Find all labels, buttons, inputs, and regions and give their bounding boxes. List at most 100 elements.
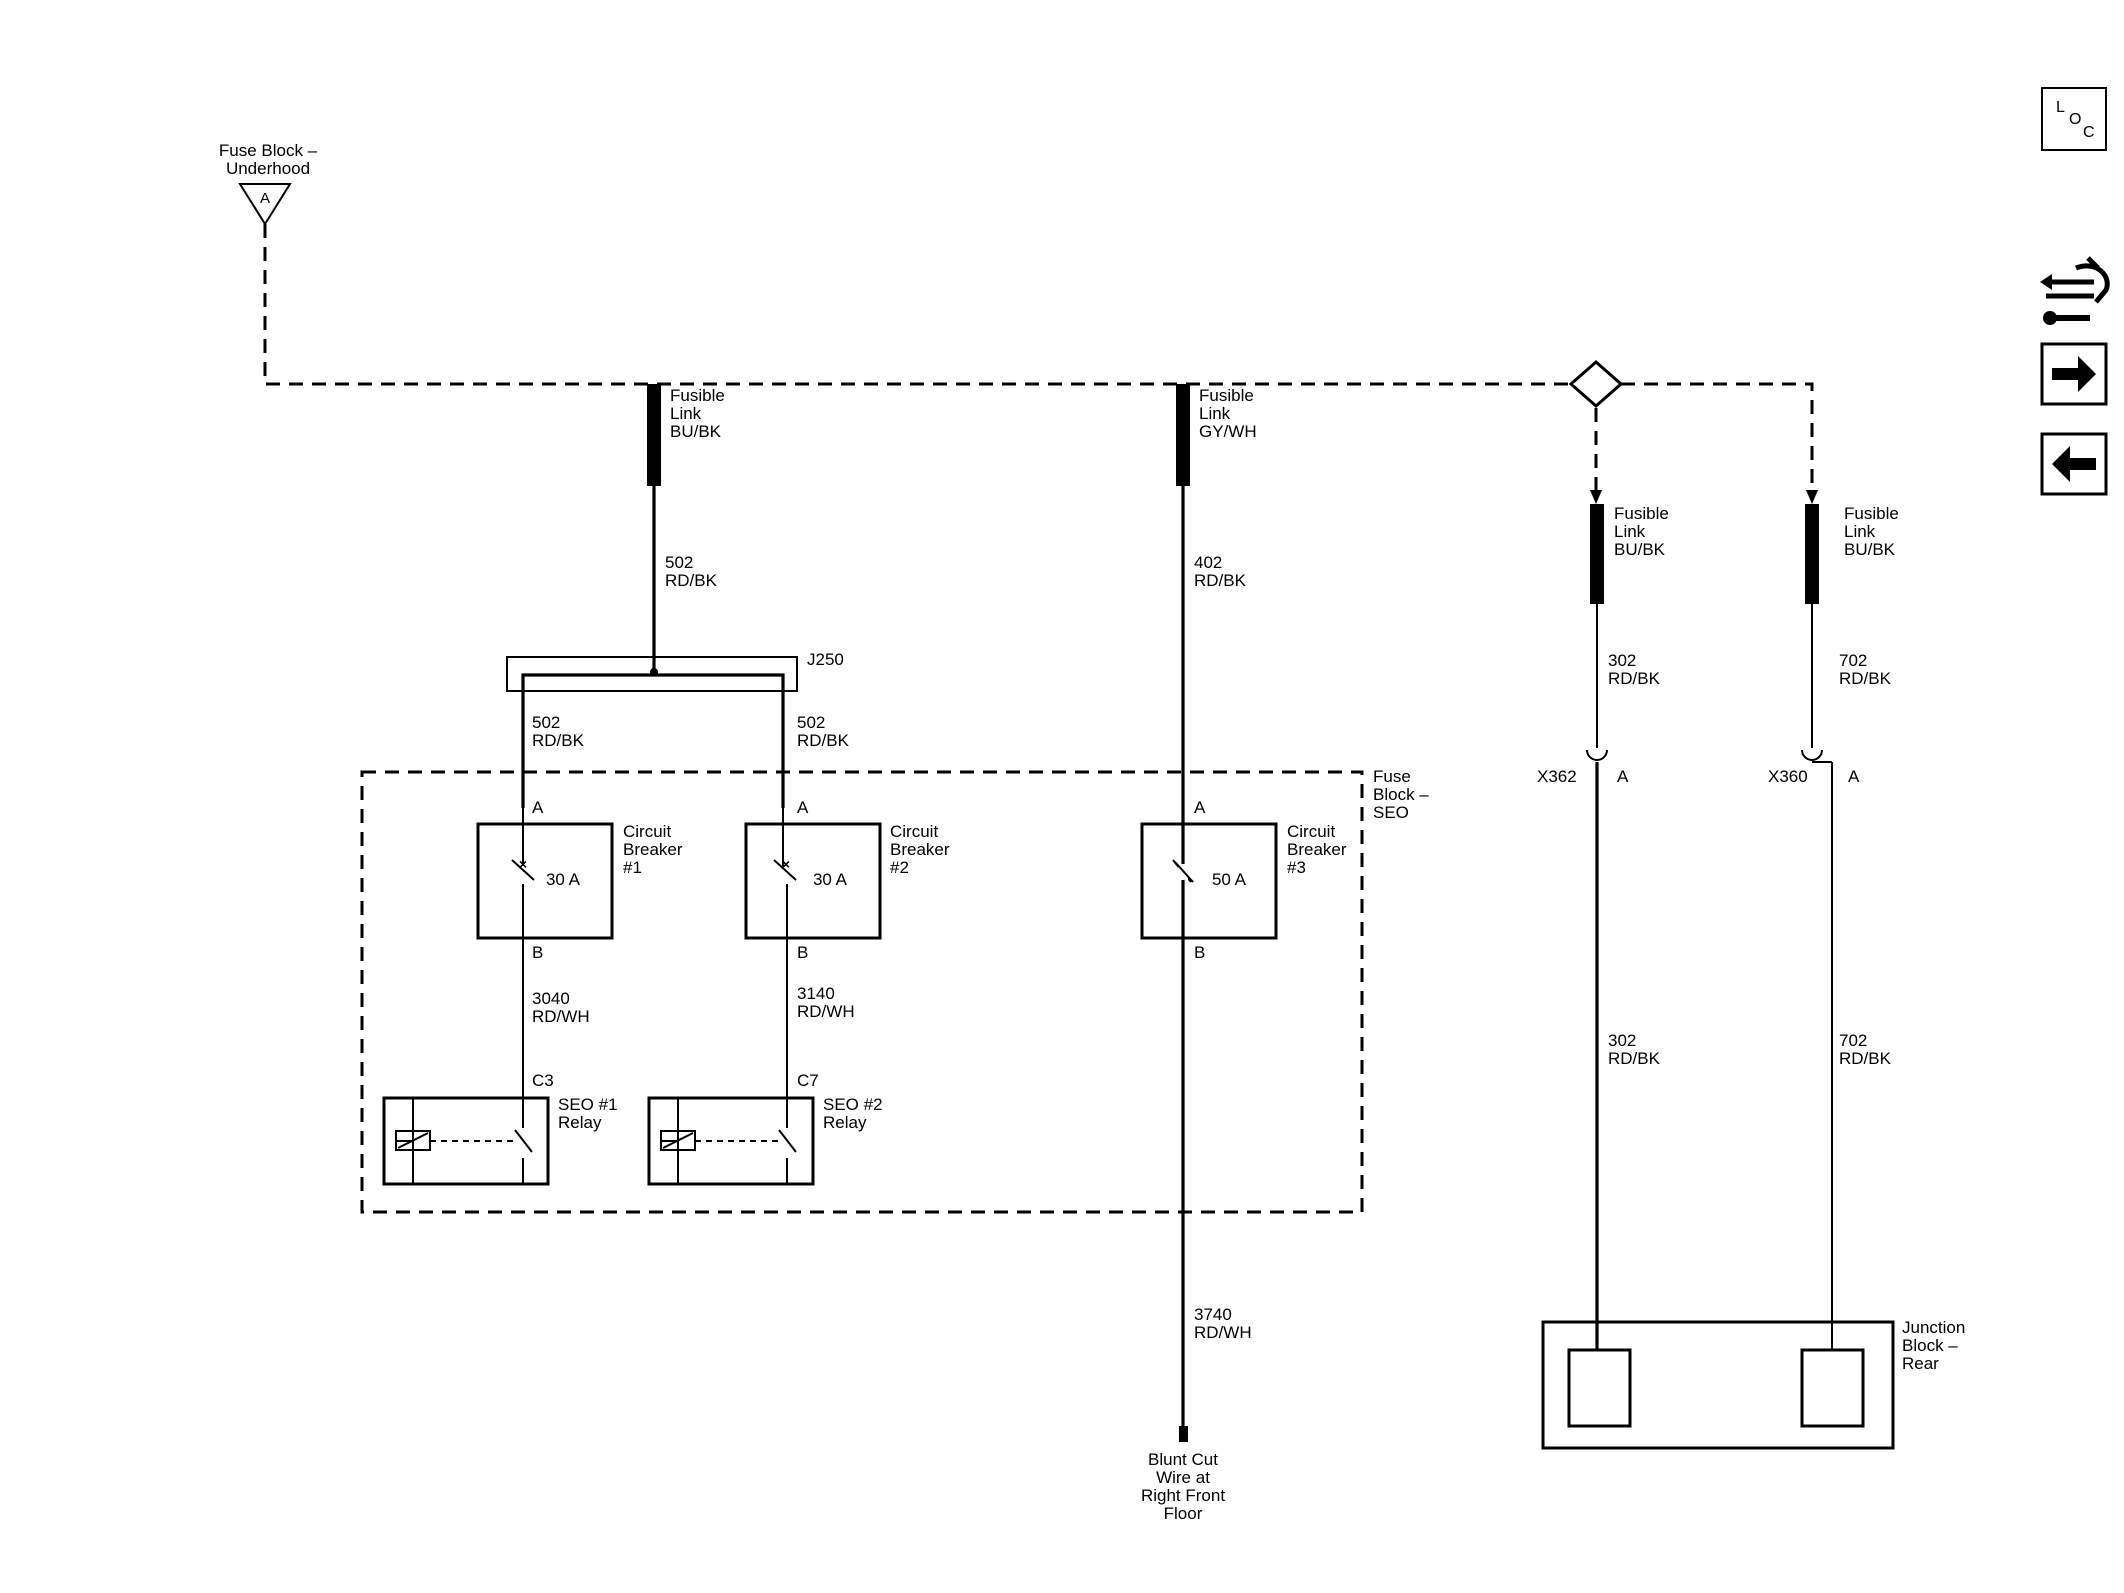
wire-color: RD/BK [1194,571,1247,590]
breaker-label: Breaker [1287,840,1347,859]
arrow-left-icon [2052,446,2096,482]
connector-plug-icon [2046,256,2110,304]
seo-label-line: Block – [1373,785,1429,804]
breaker-label: #1 [623,858,642,877]
seo-relay-1: C3 SEO #1 Relay [382,1071,618,1186]
breaker-box [1140,822,1278,940]
blunt-cut-line: Right Front [1141,1486,1225,1505]
breaker-pivot: × [519,856,527,872]
seo-label-line: SEO [1373,803,1409,822]
wire-color: RD/BK [1608,1049,1661,1068]
connector-x362: X362 A [1537,749,1629,786]
breaker-label: #2 [890,858,909,877]
arrow-down-icon [1806,490,1818,504]
fusible-link-2: Fusible Link GY/WH [1176,384,1257,486]
connector-pin: A [1617,767,1629,786]
wire-circuit-number: 502 [797,713,825,732]
breaker-box [744,822,882,940]
wire-color: RD/WH [797,1002,855,1021]
source-triangle-icon [238,183,292,226]
circuit-breaker-1: A × 30 A Circuit Breaker #1 B [476,798,683,962]
connector-name: X362 [1537,767,1577,786]
pin-label: A [532,798,544,817]
pin-label: B [797,943,808,962]
junction-label: Block – [1902,1336,1958,1355]
source-symbol: A [260,190,270,207]
next-page-button[interactable] [2040,342,2108,406]
wire-color: RD/BK [1608,669,1661,688]
fuse-block-underhood: Fuse Block – Underhood A [219,141,318,226]
pin-label: B [1194,943,1205,962]
connector-icon [1586,749,1608,761]
fusible-link-symbol [1590,504,1604,604]
breaker-label: Breaker [623,840,683,859]
fusible-link-label: Fusible [1844,504,1899,523]
breaker-switch-icon [773,808,797,938]
junction-terminal [1567,1348,1632,1428]
pin-label: A [797,798,809,817]
wire-circuit-number: 302 [1608,1031,1636,1050]
wire-circuit-number: 502 [532,713,560,732]
wrench-head-icon [2043,311,2057,325]
fuse-block-seo-label: Fuse Block – SEO [1373,767,1429,822]
splice-outline [506,656,798,692]
fusible-link-color: BU/BK [1844,540,1896,559]
wire-circuit-number: 3040 [532,989,570,1008]
relay-label: SEO #2 [823,1095,883,1114]
source-label-line1: Fuse Block – [219,141,318,160]
wire-color: RD/BK [1839,669,1892,688]
splice-diamond-icon [1568,360,1624,408]
fusible-link-symbol [647,384,661,486]
breaker-rating: 50 A [1212,870,1247,889]
breaker-box [476,822,614,940]
blunt-cut-line: Wire at [1156,1468,1210,1487]
wire-color: RD/BK [665,571,718,590]
relay-box [647,1096,815,1186]
pin-label: A [1194,798,1206,817]
seo-relay-2: C7 SEO #2 Relay [647,1071,883,1186]
fusible-link-label: Fusible [1199,386,1254,405]
wire-circuit-number: 3740 [1194,1305,1232,1324]
relay-contact-icon [778,1098,797,1184]
breaker-label: Circuit [623,822,671,841]
connector-view-button[interactable] [2040,256,2110,325]
wire-circuit-number: 702 [1839,651,1867,670]
loc-letter-o: O [2069,111,2081,128]
fusible-link-color: GY/WH [1199,422,1257,441]
source-label-line2: Underhood [226,159,310,178]
connector-icon [1801,749,1823,761]
splice-node [650,668,658,676]
fusible-link-label: Link [1844,522,1876,541]
blunt-cut-label: Blunt Cut Wire at Right Front Floor [1141,1450,1225,1523]
location-view-button[interactable]: L O C [2041,87,2107,151]
blunt-cut-line: Floor [1164,1504,1203,1523]
blunt-cut-line: Blunt Cut [1148,1450,1218,1469]
wire-circuit-number: 3140 [797,984,835,1003]
breaker-switch-icon [511,808,535,938]
relay-connector: C7 [797,1071,819,1090]
wire-circuit-number: 502 [665,553,693,572]
fusible-link-label: Link [670,404,702,423]
breaker-rating: 30 A [813,870,848,889]
connector-arrow-icon [2040,274,2052,290]
relay-coil-diag [662,1132,694,1149]
relay-label: SEO #1 [558,1095,618,1114]
wire-circuit-number: 302 [1608,651,1636,670]
circuit-breaker-2: A × 30 A Circuit Breaker #2 B [744,798,950,962]
splice-label: J250 [807,650,844,669]
wire-circuit-number: 702 [1839,1031,1867,1050]
connector-x360: X360 A [1768,749,1860,786]
location-button-frame [2041,87,2107,151]
arrow-down-icon [1590,490,1602,504]
connector-pin: A [1848,767,1860,786]
fusible-link-symbol [1176,384,1190,486]
blunt-cut-end [1179,1426,1188,1442]
previous-page-button[interactable] [2040,432,2108,496]
fusible-link-label: Link [1199,404,1231,423]
wire-color: RD/BK [797,731,850,750]
splice-j250: J250 [506,650,844,808]
fusible-link-symbol [1805,504,1819,604]
breaker-label: Breaker [890,840,950,859]
relay-label: Relay [558,1113,602,1132]
